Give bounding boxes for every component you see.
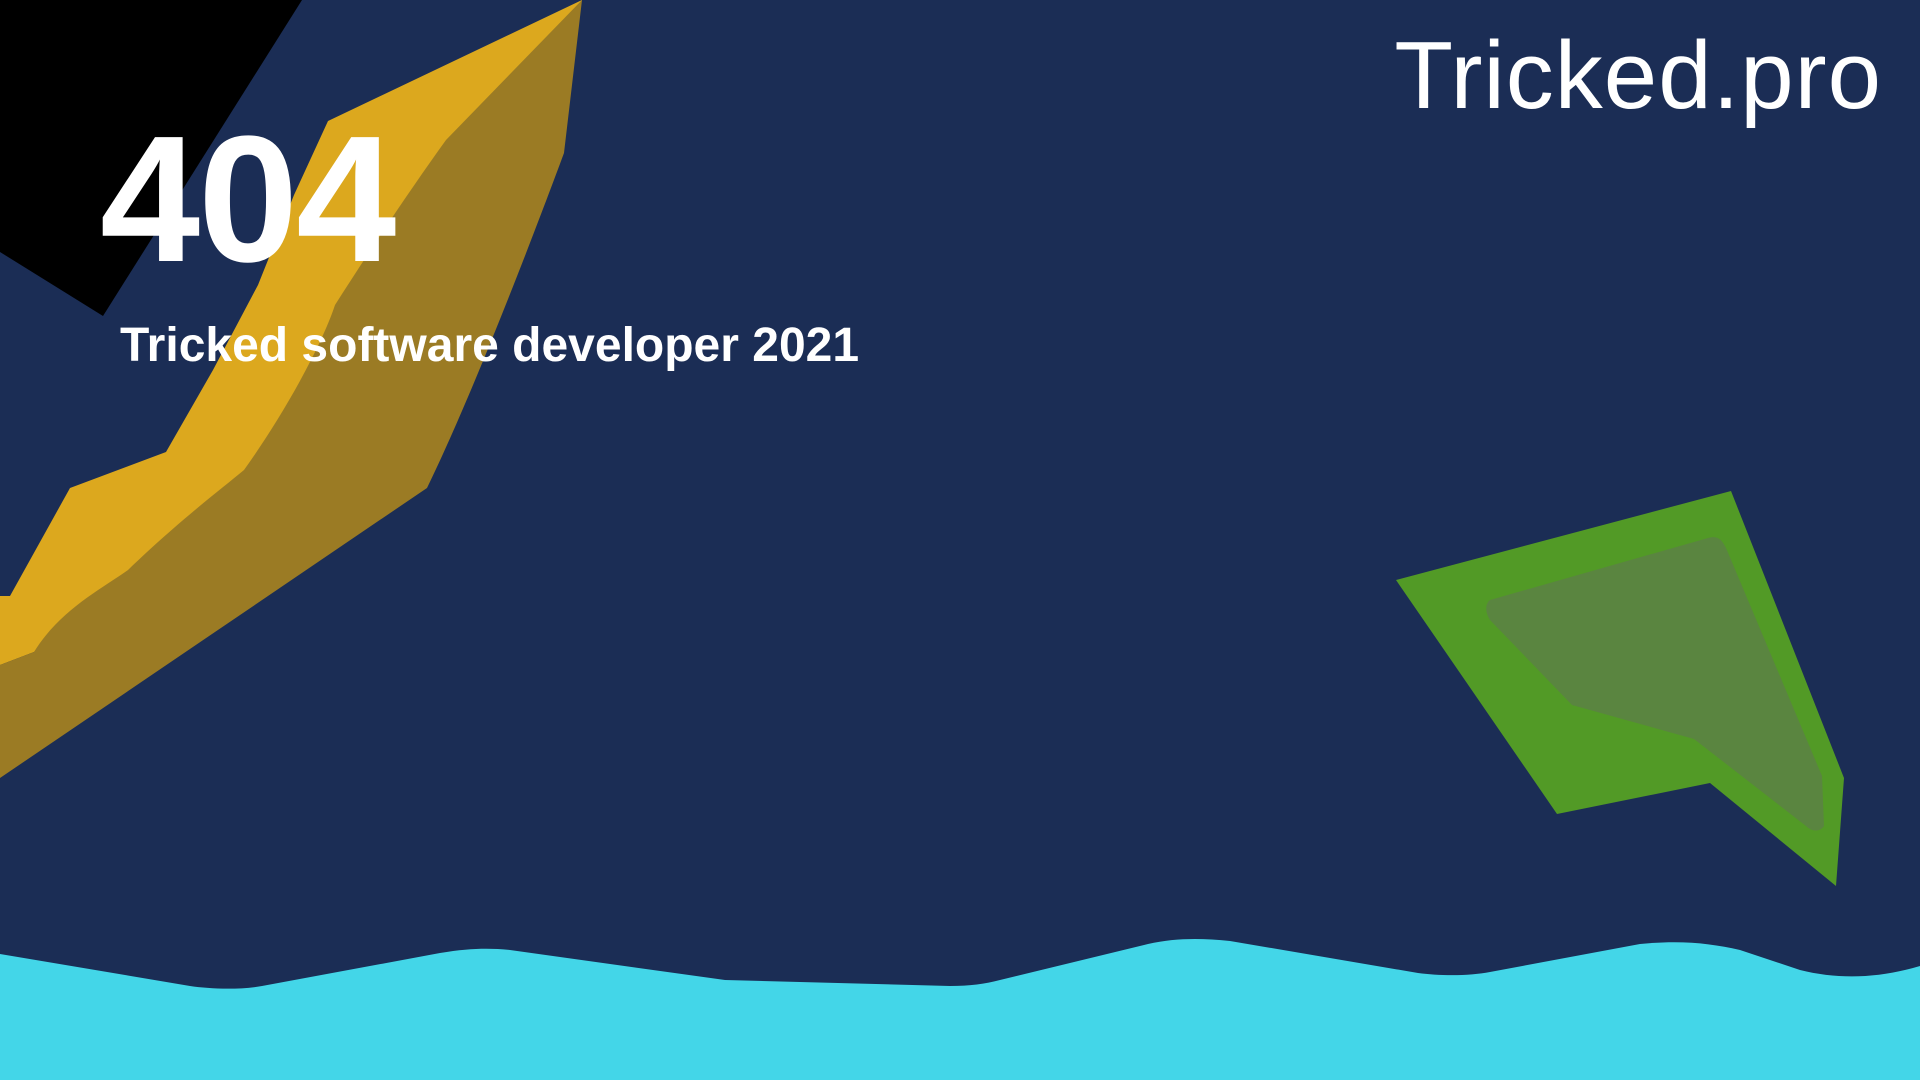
green-arrow-inner bbox=[1486, 537, 1824, 831]
corner-shape bbox=[0, 0, 302, 316]
error-code: 404 bbox=[100, 99, 396, 300]
tagline: Tricked software developer 2021 bbox=[120, 319, 860, 372]
yellow-ridge-shadow bbox=[0, 0, 582, 778]
water-wave bbox=[0, 939, 1920, 1080]
brand-title[interactable]: Tricked.pro bbox=[1394, 22, 1882, 129]
